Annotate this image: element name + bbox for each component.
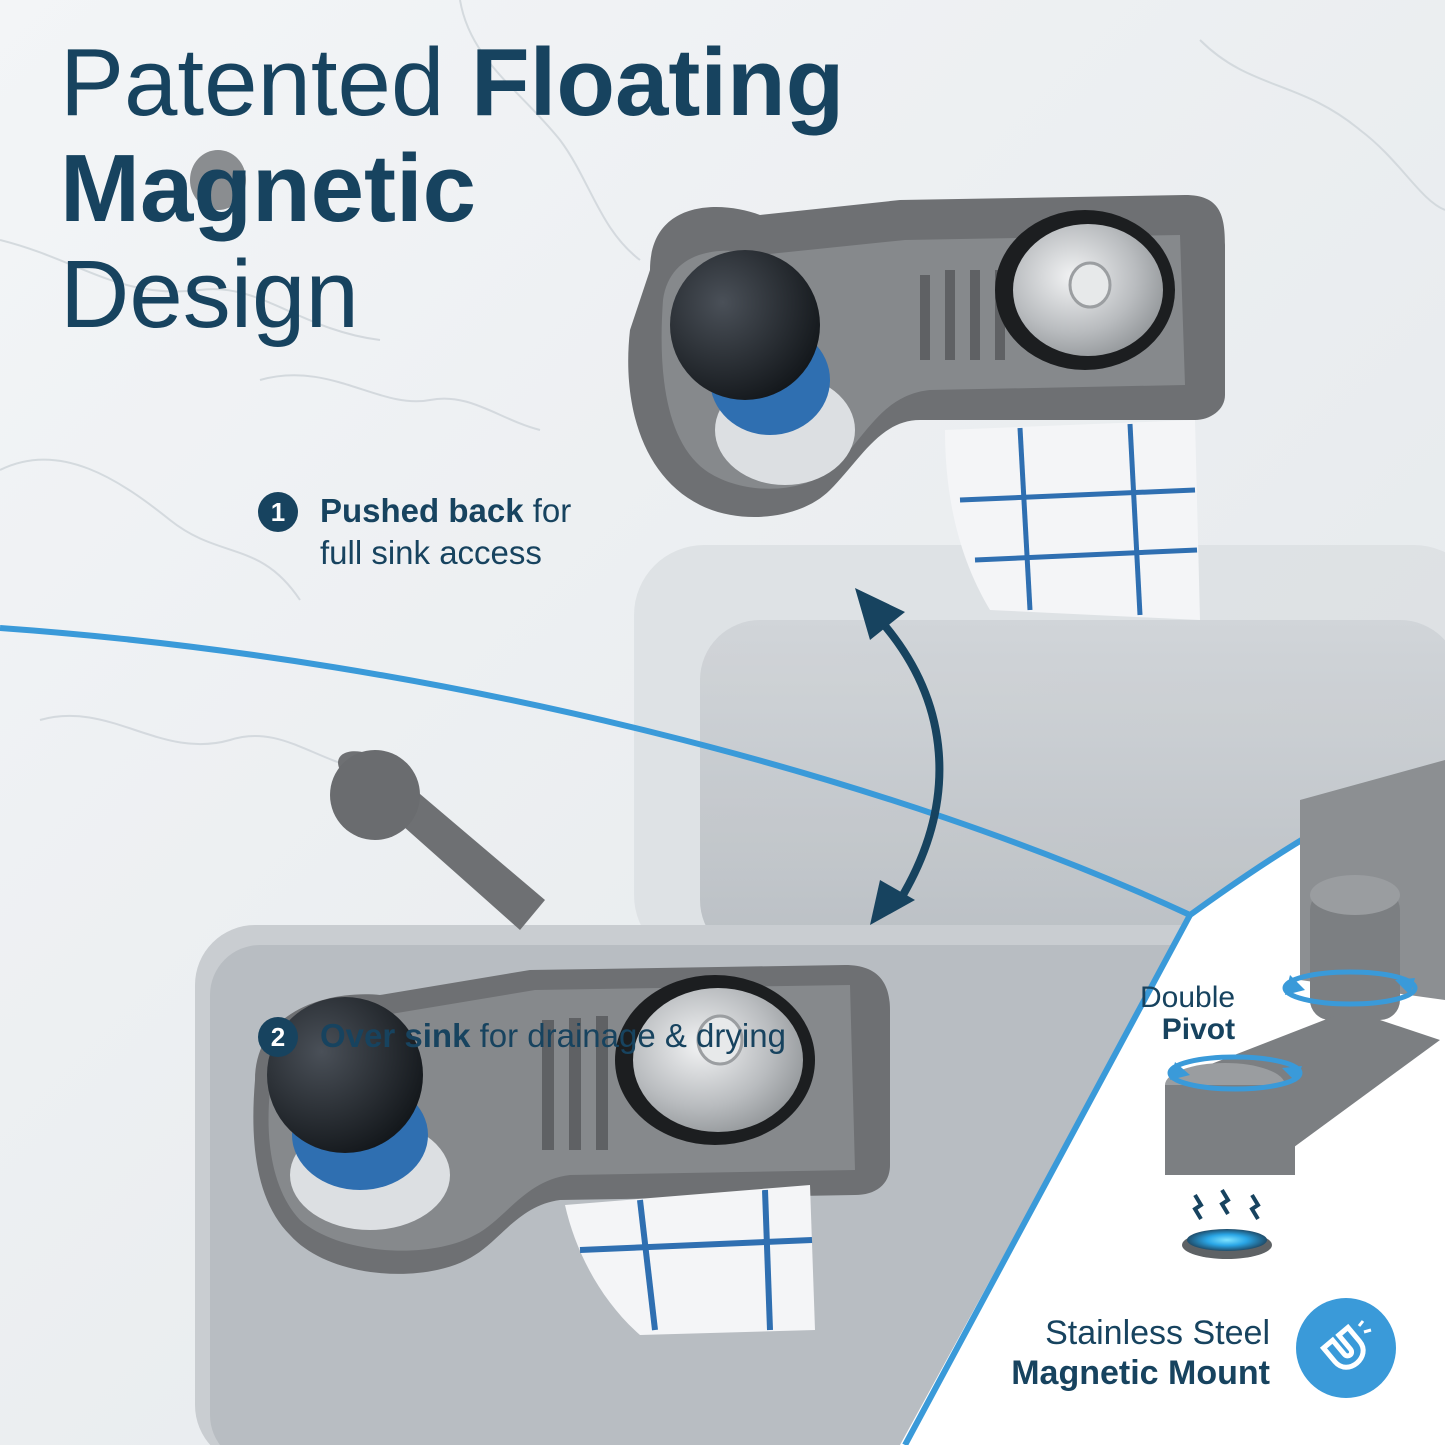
headline-light-3: Design bbox=[60, 241, 359, 348]
step-1: 1 Pushed back for full sink access bbox=[258, 490, 571, 574]
brush-top bbox=[670, 250, 855, 485]
step-1-rest-1: for bbox=[523, 492, 572, 529]
rotation-arrow-icon bbox=[1167, 969, 1418, 1092]
caddy-bottom bbox=[253, 750, 891, 1335]
step-2-badge: 2 bbox=[258, 1017, 298, 1057]
step-2-text: Over sink for drainage & drying bbox=[320, 1015, 786, 1057]
headline: Patented Floating Magnetic Design bbox=[60, 30, 844, 348]
headline-light-1: Patented bbox=[60, 29, 471, 136]
mount-label: Stainless Steel Magnetic Mount bbox=[1011, 1313, 1270, 1393]
step-2: 2 Over sink for drainage & drying bbox=[258, 1015, 786, 1057]
pivot-label-light: Double bbox=[1140, 981, 1236, 1014]
mount-label-light: Stainless Steel bbox=[1045, 1314, 1270, 1352]
headline-bold-1: Floating bbox=[471, 29, 845, 136]
divider-curve bbox=[0, 625, 1192, 918]
towel-bottom bbox=[565, 1185, 815, 1335]
double-arrow-icon bbox=[855, 588, 944, 925]
pivot-inset bbox=[900, 760, 1445, 1445]
step-2-rest-1: for drainage & drying bbox=[470, 1017, 786, 1054]
marble-veins bbox=[0, 0, 1445, 773]
step-1-badge: 1 bbox=[258, 492, 298, 532]
caddy-top bbox=[190, 150, 1225, 620]
step-1-text: Pushed back for full sink access bbox=[320, 490, 571, 574]
brush-bottom bbox=[267, 997, 450, 1230]
magnet-icon bbox=[1319, 1320, 1372, 1370]
towel-top bbox=[945, 420, 1200, 620]
magnet-badge bbox=[1296, 1298, 1396, 1398]
step-1-bold: Pushed back bbox=[320, 492, 524, 529]
mount-label-bold: Magnetic Mount bbox=[1011, 1354, 1270, 1392]
magnetic-spark-icon bbox=[1192, 1188, 1261, 1221]
headline-bold-2: Magnetic bbox=[60, 135, 477, 242]
step-1-rest-2: full sink access bbox=[320, 534, 542, 571]
pivot-label: Double Pivot bbox=[1140, 982, 1235, 1046]
step-2-bold: Over sink bbox=[320, 1017, 471, 1054]
pivot-label-bold: Pivot bbox=[1161, 1013, 1236, 1046]
